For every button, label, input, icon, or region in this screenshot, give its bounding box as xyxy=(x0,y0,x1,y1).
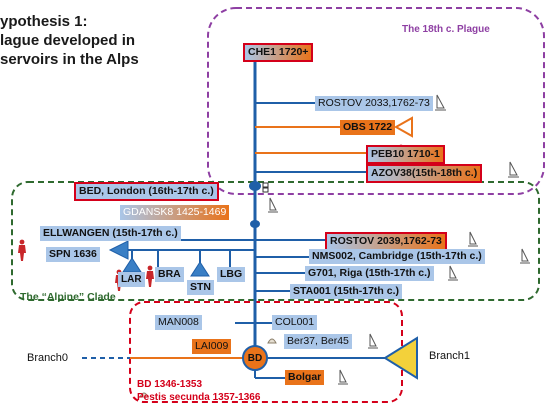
branch1-label: Branch1 xyxy=(429,350,470,362)
node-mid xyxy=(250,220,260,228)
sailboat-icon xyxy=(268,197,278,213)
sailboat-icon xyxy=(448,265,458,281)
bars-icon xyxy=(262,182,269,193)
stn-clade-triangle xyxy=(190,261,210,277)
bd-node-circle xyxy=(242,345,268,371)
sample-stn: STN xyxy=(187,280,214,295)
spn-clade-triangle xyxy=(108,240,129,260)
lar-clade-triangle xyxy=(122,257,142,273)
person-icon xyxy=(146,265,154,287)
sample-bed: BED, London (16th-17th c.) xyxy=(74,182,219,201)
shell-icon xyxy=(139,392,149,398)
sailboat-icon xyxy=(508,161,519,178)
hypothesis-line1: ypothesis 1: xyxy=(0,13,88,30)
sample-azov: AZOV38(15th-18th c.) xyxy=(366,164,483,183)
sample-ber: Ber37, Ber45 xyxy=(284,334,352,349)
sailboat-icon xyxy=(468,231,478,247)
sample-bolgar: Bolgar xyxy=(285,370,325,385)
sailboat-icon xyxy=(520,248,530,264)
hypothesis-text: ypothesis 1: lague developed in servoirs… xyxy=(0,12,139,69)
alpine-clade-outline xyxy=(11,181,540,301)
sample-nms: NMS002, Cambridge (15th-17th c.) xyxy=(309,249,485,264)
sample-bra: BRA xyxy=(155,267,184,282)
plague18-group-outline xyxy=(207,7,545,195)
sample-che1: CHE1 1720+ xyxy=(243,43,314,62)
sample-ellwangen: ELLWANGEN (15th-17th c.) xyxy=(40,226,181,241)
sample-rostov1: ROSTOV 2033,1762-73 xyxy=(315,96,433,111)
sample-lbg: LBG xyxy=(217,267,246,282)
plague18-caption: The 18th c. Plague xyxy=(402,24,490,35)
sailboat-icon xyxy=(338,369,348,385)
obs-clade-triangle xyxy=(393,116,413,138)
person-icon xyxy=(18,239,26,261)
hypothesis-line2: lague developed in xyxy=(0,32,136,49)
sample-obs: OBS 1722 xyxy=(340,120,396,135)
sample-peb10: PEB10 1710-1 xyxy=(366,145,445,164)
sample-lai: LAI009 xyxy=(192,339,232,354)
sample-sta: STA001 (15th-17th c.) xyxy=(290,284,402,299)
bd-caption-line1: BD 1346-1353 xyxy=(137,379,203,390)
sample-man: MAN008 xyxy=(155,315,202,330)
sailboat-icon xyxy=(368,333,378,349)
sample-spn: SPN 1636 xyxy=(46,247,100,262)
shell-icon xyxy=(267,338,277,344)
sailboat-icon xyxy=(435,94,446,111)
sample-gdansk: GDANSK8 1425-1469 xyxy=(120,205,230,220)
sailboat-icons xyxy=(268,94,530,385)
bd-node-label: BD xyxy=(247,353,263,364)
sample-col: COL001 xyxy=(272,315,318,330)
branch0-label: Branch0 xyxy=(27,352,68,364)
node-top xyxy=(249,181,261,191)
bd-caption-line2: Pestis secunda 1357-1366 xyxy=(137,392,261,403)
sample-g701: G701, Riga (15th-17th c.) xyxy=(305,266,434,281)
branch1-triangle xyxy=(383,336,418,380)
alpine-caption: The “Alpine” Clade xyxy=(20,291,116,303)
sample-lar: LAR xyxy=(118,272,145,287)
hypothesis-line3: servoirs in the Alps xyxy=(0,51,139,68)
